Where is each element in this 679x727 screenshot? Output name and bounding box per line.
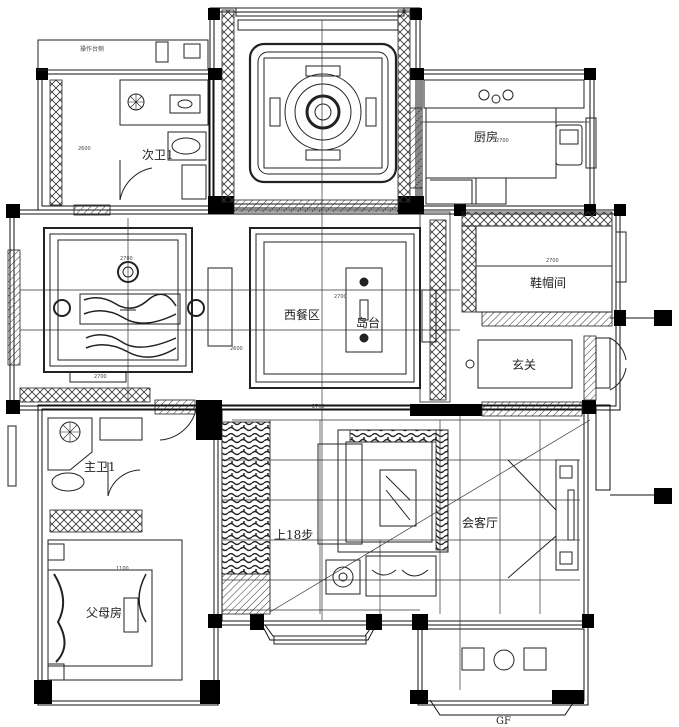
dim-left-suite: 2700 <box>120 256 133 262</box>
label-shoe-room: 鞋帽间 <box>530 276 567 290</box>
label-operation-platform: 操作台侧 <box>80 46 105 53</box>
secondary-bath-fixtures <box>37 39 209 201</box>
dim-kitchen: 2700 <box>496 138 509 144</box>
dining-room <box>249 227 437 389</box>
parents-room-furniture <box>47 539 183 681</box>
columns <box>6 8 672 704</box>
label-secondary-bath: 次卫1 <box>142 148 174 162</box>
dim-door: 2600 <box>230 346 243 352</box>
label-kitchen: 厨房 <box>474 130 499 144</box>
dim-dining: 2700 <box>334 294 347 300</box>
walls <box>9 7 660 716</box>
dim-corridor: 2700 <box>312 404 325 410</box>
dim-secondary-bath: 2600 <box>78 146 91 152</box>
label-stairs: 上18步 <box>274 528 314 542</box>
master-bath-fixtures <box>47 409 197 497</box>
bottom-note: GF <box>496 716 511 727</box>
windows <box>7 7 627 645</box>
label-western-dining: 西餐区 <box>284 308 321 322</box>
grid-lines <box>20 20 612 690</box>
dim-left-bottom: 2700 <box>94 374 107 380</box>
label-parents-room: 父母房 <box>86 606 123 620</box>
dim-shoe-room: 2700 <box>546 258 559 264</box>
label-master-bath: 主卫1 <box>84 460 116 474</box>
round-table-room <box>237 19 399 184</box>
dim-parents-room: 1100 <box>116 566 129 572</box>
left-suite-room <box>43 227 233 383</box>
hatched-walls <box>7 9 613 615</box>
label-living-room: 会客厅 <box>462 516 499 530</box>
label-foyer: 玄关 <box>512 358 537 372</box>
living-room-furniture <box>317 429 579 671</box>
shoe-room-foyer <box>465 225 627 391</box>
label-island: 岛台 <box>356 316 381 330</box>
